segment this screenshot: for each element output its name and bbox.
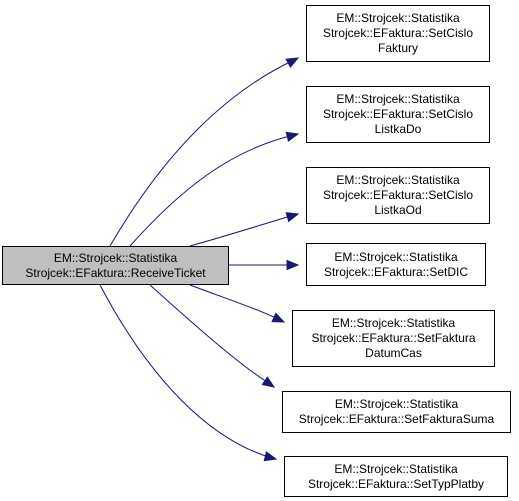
- node-receive-ticket[interactable]: EM::Strojcek::Statistika Strojcek::EFakt…: [2, 246, 229, 285]
- node-label-line: EM::Strojcek::Statistika: [334, 397, 459, 411]
- arrowhead-icon: [271, 312, 286, 323]
- arrowhead-icon: [286, 259, 300, 271]
- node-label-line: EM::Strojcek::Statistika: [336, 92, 460, 106]
- node-label-line: Strojcek::EFaktura::SetFakturaSuma: [298, 412, 495, 426]
- node-set-faktura-datum-cas[interactable]: EM::Strojcek::Statistika Strojcek::EFakt…: [292, 310, 495, 367]
- arrowhead-icon: [285, 57, 300, 69]
- arrowhead-icon: [263, 451, 278, 462]
- node-set-cislo-listka-od[interactable]: EM::Strojcek::Statistika Strojcek::EFakt…: [306, 167, 490, 224]
- node-set-typ-platby[interactable]: EM::Strojcek::Statistika Strojcek::EFakt…: [284, 456, 508, 497]
- arrowhead-icon: [285, 212, 300, 223]
- node-label-line: Strojcek::EFaktura::SetDIC: [323, 264, 469, 279]
- node-label-line: EM::Strojcek::Statistika: [336, 173, 460, 187]
- call-edge-set-typ-platby: [99, 284, 273, 459]
- node-label-line: Strojcek::EFaktura::SetFaktura: [311, 331, 476, 345]
- node-label-line: EM::Strojcek::Statistika: [53, 250, 178, 265]
- node-label-line: Faktury: [377, 41, 418, 55]
- node-label-line: Strojcek::EFaktura::SetCislo: [322, 107, 474, 121]
- call-edge-set-cislo-listka-do: [129, 134, 295, 247]
- node-label-line: ListkaOd: [374, 203, 422, 217]
- call-edge-set-faktura-datum-cas: [189, 284, 281, 321]
- call-edge-set-cislo-listka-od: [189, 214, 295, 247]
- node-label-line: EM::Strojcek::Statistika: [336, 11, 460, 25]
- node-label-line: Strojcek::EFaktura::SetCislo: [322, 26, 474, 40]
- arrowhead-icon: [261, 376, 276, 388]
- node-label-line: Strojcek::EFaktura::ReceiveTicket: [25, 265, 206, 280]
- node-label-line: EM::Strojcek::Statistika: [334, 461, 458, 476]
- node-label-line: EM::Strojcek::Statistika: [334, 249, 458, 264]
- node-label-line: EM::Strojcek::Statistika: [331, 316, 456, 330]
- node-set-dic[interactable]: EM::Strojcek::Statistika Strojcek::EFakt…: [306, 243, 486, 286]
- call-edge-set-faktura-suma: [149, 284, 271, 385]
- node-label-line: ListkaDo: [374, 122, 422, 136]
- arrowhead-icon: [285, 131, 300, 142]
- call-edge-set-cislo-faktury: [109, 59, 295, 247]
- node-set-cislo-faktury[interactable]: EM::Strojcek::Statistika Strojcek::EFakt…: [306, 5, 490, 62]
- node-label-line: DatumCas: [365, 346, 422, 360]
- node-label-line: Strojcek::EFaktura::SetTypPlatby: [307, 476, 485, 491]
- node-set-faktura-suma[interactable]: EM::Strojcek::Statistika Strojcek::EFakt…: [282, 391, 511, 433]
- node-label-line: Strojcek::EFaktura::SetCislo: [322, 188, 474, 202]
- node-set-cislo-listka-do[interactable]: EM::Strojcek::Statistika Strojcek::EFakt…: [306, 86, 490, 143]
